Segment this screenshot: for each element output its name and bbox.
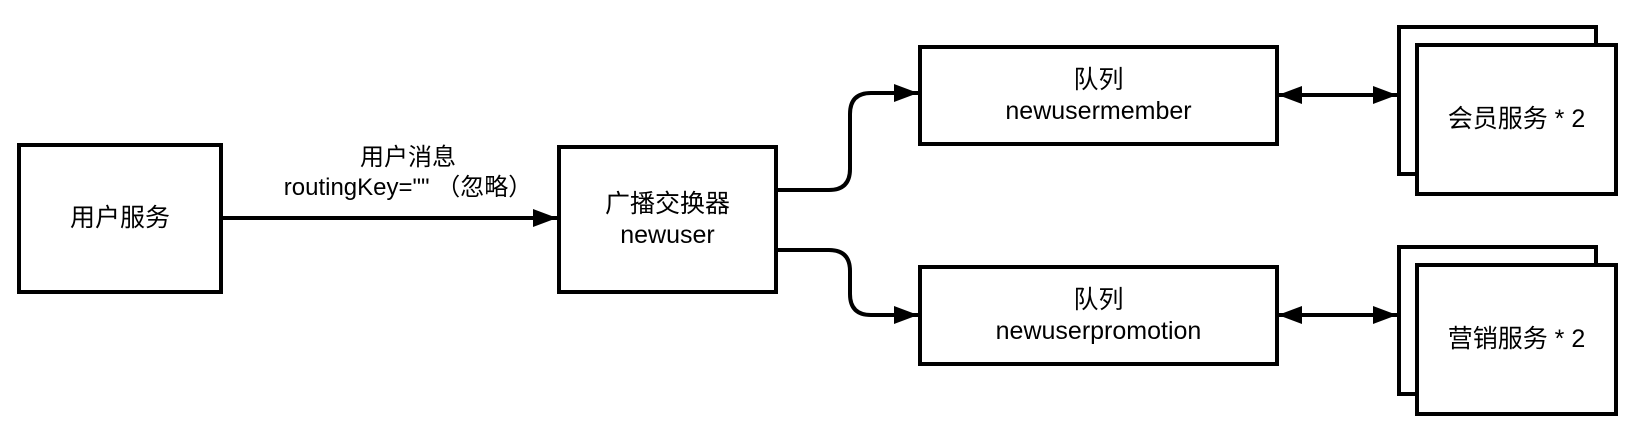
promotion-service-label: 营销服务 * 2 <box>1447 325 1586 353</box>
publish-edge-label: 用户消息 routingKey="" （忽略） <box>258 143 558 203</box>
publish-edge-label-line1: 用户消息 <box>360 144 456 171</box>
queue-member-label-line2: newusermember <box>1005 96 1192 125</box>
exchange-to-queue-member-connector <box>777 84 918 192</box>
user-service-node: 用户服务 <box>17 143 223 294</box>
member-service-label: 会员服务 * 2 <box>1447 105 1586 133</box>
queue-member-label-line1: 队列 <box>1073 65 1124 94</box>
user-service-label: 用户服务 <box>69 204 170 232</box>
exchange-node: 广播交换器 newuser <box>557 145 778 294</box>
member-service-node: 会员服务 * 2 <box>1415 43 1618 196</box>
queue-promotion-label-line1: 队列 <box>1073 285 1124 314</box>
promotion-service-node: 营销服务 * 2 <box>1415 263 1618 416</box>
exchange-label-line2: newuser <box>620 220 715 249</box>
queue-member-node: 队列 newusermember <box>918 45 1279 146</box>
queue-promotion-label-line2: newuserpromotion <box>995 316 1202 345</box>
exchange-to-queue-promotion-connector <box>777 248 918 324</box>
queue-promotion-node: 队列 newuserpromotion <box>918 265 1279 366</box>
publish-edge-label-line2: routingKey="" （忽略） <box>283 174 533 201</box>
exchange-label-line1: 广播交换器 <box>604 189 730 218</box>
